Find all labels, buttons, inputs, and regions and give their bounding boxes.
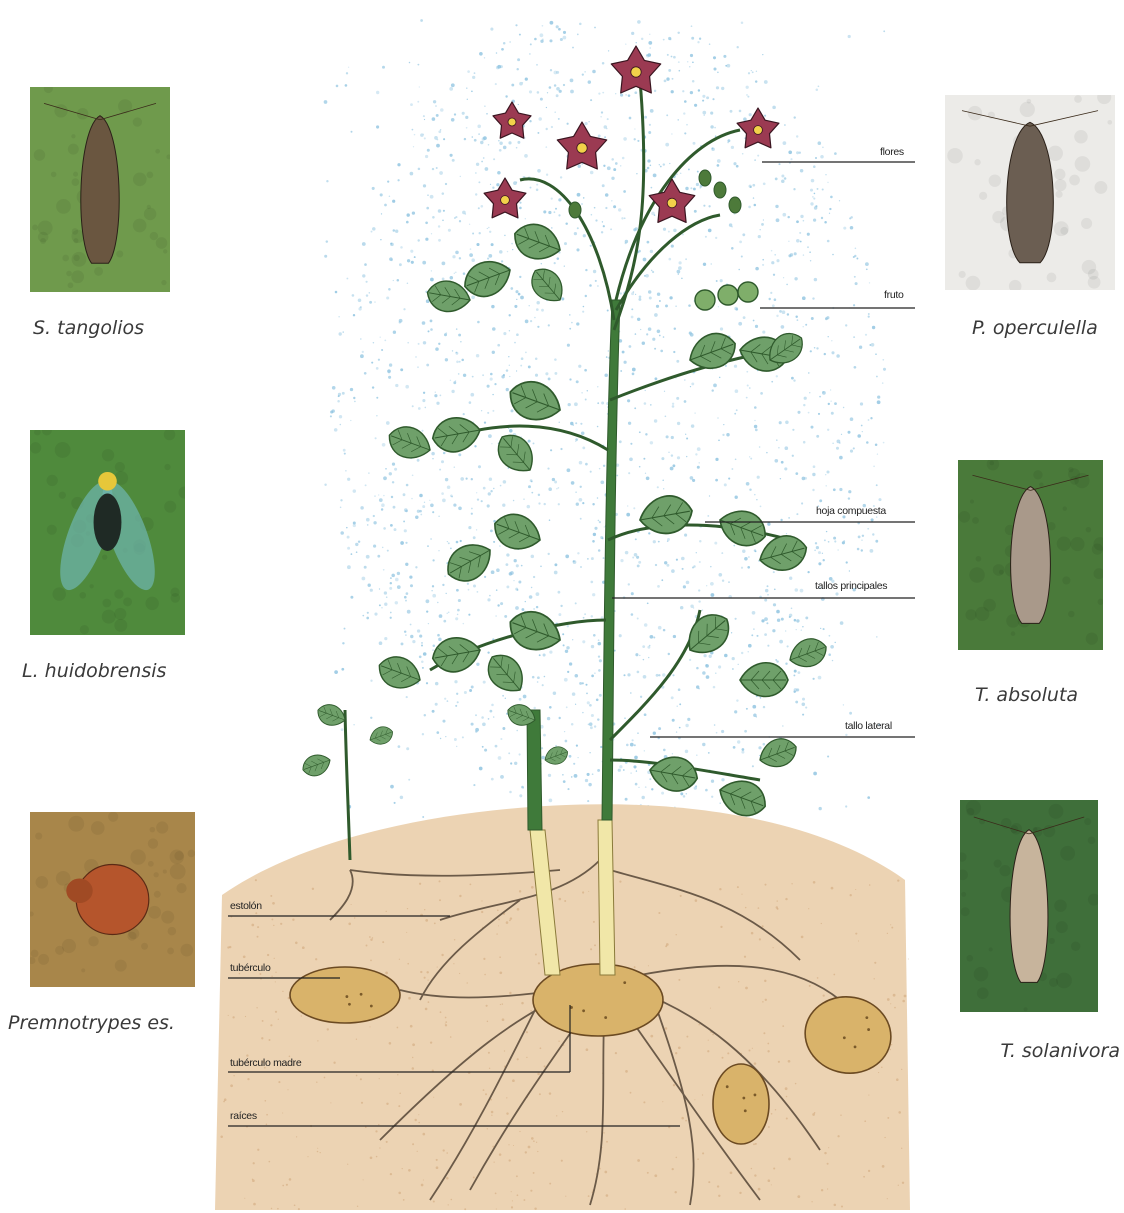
weevil-head <box>66 879 92 904</box>
flower <box>737 108 779 148</box>
leaf <box>504 605 566 658</box>
leaf <box>647 753 700 795</box>
leaf <box>480 647 531 700</box>
branch <box>345 710 350 860</box>
label-raices: raíces <box>230 1110 257 1122</box>
leaf <box>755 734 800 773</box>
leaf <box>740 663 788 697</box>
flower <box>557 122 606 169</box>
leaf <box>714 504 771 552</box>
insect-caption: T. absoluta <box>975 684 1078 706</box>
leaf <box>679 606 737 663</box>
insect-photo-image <box>958 460 1103 650</box>
leaf <box>542 744 570 768</box>
leaf <box>300 751 334 780</box>
insect-photo-s-tangolios <box>30 87 170 292</box>
flower-bud <box>699 170 711 186</box>
leaf <box>504 375 566 428</box>
label-estolon: estolón <box>230 900 262 912</box>
tuber <box>713 1064 769 1144</box>
label-tuberculo-madre: tubérculo madre <box>230 1057 301 1069</box>
label-tuberculo: tubérculo <box>230 962 271 974</box>
insect-photo-p-operculella <box>945 95 1115 290</box>
flower-bud <box>714 182 726 198</box>
fruit-berry <box>738 282 758 302</box>
flower <box>649 179 695 222</box>
label-tallos-principales: tallos principales <box>815 580 887 592</box>
fruit-berry <box>695 290 715 310</box>
secondary-stem <box>527 710 542 830</box>
insect-caption: L. huidobrensis <box>22 660 166 682</box>
insect-caption: Premnotrypes es. <box>8 1012 175 1034</box>
fruit-berry <box>718 285 738 305</box>
flower-bud <box>569 202 581 218</box>
leaf <box>367 724 395 748</box>
leaf <box>525 262 570 309</box>
leaf <box>637 492 695 538</box>
leaf <box>430 414 483 456</box>
insect-photo-t-solanivora <box>960 800 1098 1012</box>
fly-head <box>98 472 117 491</box>
insect-photo-premnotrypes <box>30 812 195 987</box>
label-fruto: fruto <box>884 289 904 301</box>
flower-bud <box>729 197 741 213</box>
insect-photo-image <box>30 87 170 292</box>
leaf <box>489 508 546 556</box>
insect-caption: S. tangolios <box>33 317 144 339</box>
flower <box>611 46 660 93</box>
branch <box>610 610 700 740</box>
main-stem <box>602 300 620 820</box>
label-tallo-lateral: tallo lateral <box>845 720 892 732</box>
label-hoja-compuesta: hoja compuesta <box>816 505 886 517</box>
leaf <box>314 701 348 730</box>
insect-photo-image <box>30 812 195 987</box>
insect-caption: P. operculella <box>972 317 1098 339</box>
fly-body <box>94 494 122 551</box>
insect-photo-image <box>945 95 1115 290</box>
leaf <box>384 421 435 464</box>
insect-caption: T. solanivora <box>955 1040 1120 1062</box>
label-flores: flores <box>880 146 904 158</box>
insect-photo-image <box>30 430 185 635</box>
underground-stem <box>598 820 615 975</box>
leaf <box>785 634 830 673</box>
leaf <box>430 634 483 676</box>
insect-photo-t-absoluta <box>958 460 1103 650</box>
insect-photo-image <box>960 800 1098 1012</box>
insect-photo-l-huidobrensis <box>30 430 185 635</box>
flower <box>493 102 531 138</box>
tuber <box>290 967 400 1023</box>
leaf <box>374 651 425 694</box>
